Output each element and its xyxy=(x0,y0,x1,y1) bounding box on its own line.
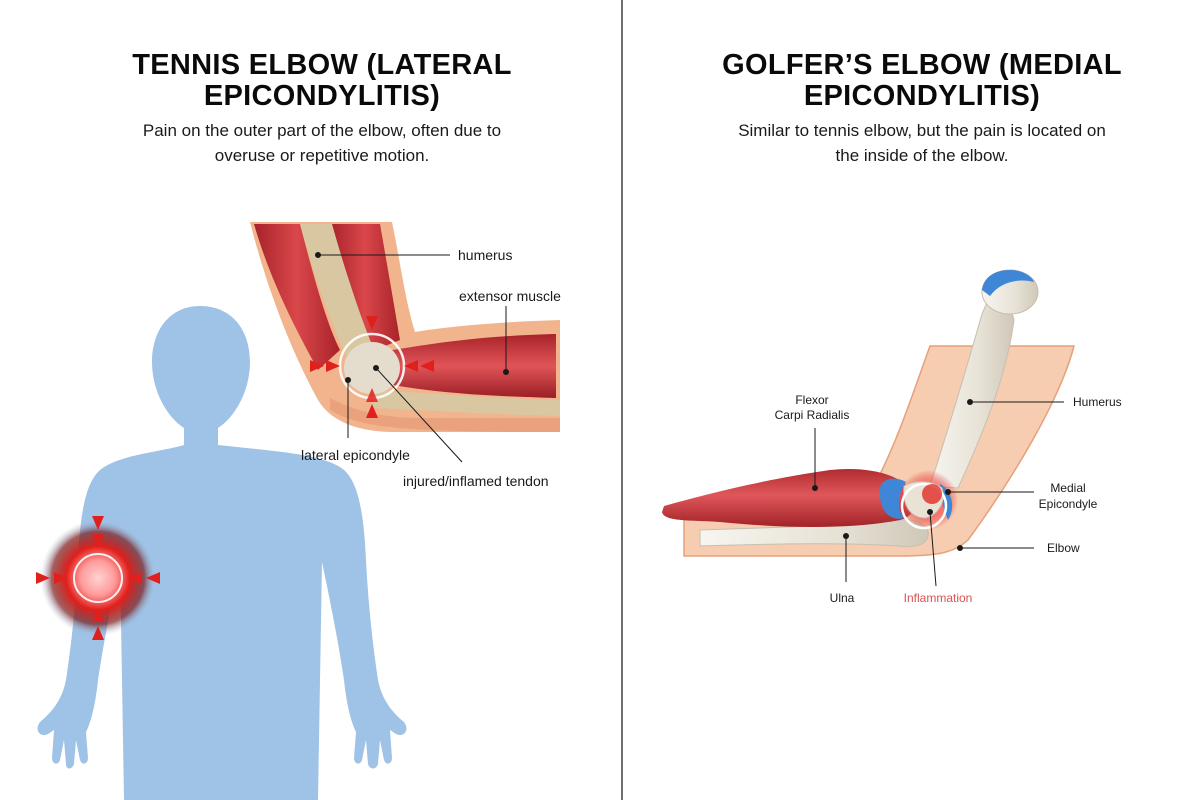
golfers-elbow-title: GOLFER’S ELBOW (MEDIAL EPICONDYLITIS) xyxy=(622,50,1200,112)
panel-divider xyxy=(621,0,623,800)
tennis-elbow-illustration: humerus extensor muscle lateral epicondy… xyxy=(36,222,561,800)
arrow-left-icon xyxy=(128,572,142,584)
arrow-up-icon xyxy=(92,626,104,640)
arrow-right-icon xyxy=(310,360,324,372)
arrow-down-icon xyxy=(92,516,104,530)
arrow-left-icon xyxy=(404,360,418,372)
tendon-leader xyxy=(375,367,463,463)
inflammation-leader xyxy=(929,511,937,587)
elbow-closeup: humerus extensor muscle lateral epicondy… xyxy=(250,222,561,489)
label-flexor-line1: Flexor xyxy=(795,393,828,407)
elbow-joint xyxy=(344,342,400,394)
golfers-elbow-description-line2: the inside of the elbow. xyxy=(835,146,1009,165)
upper-arm-muscle xyxy=(254,224,340,370)
tennis-elbow-panel: TENNIS ELBOW (LATERAL EPICONDYLITIS) Pai… xyxy=(36,50,561,800)
upper-arm-muscle xyxy=(330,224,400,352)
golfers-elbow-panel: GOLFER’S ELBOW (MEDIAL EPICONDYLITIS) Si… xyxy=(622,0,1200,800)
golfers-elbow-illustration: Flexor Carpi Radialis Humerus Medial Epi… xyxy=(662,269,1122,605)
tennis-elbow-title: TENNIS ELBOW (LATERAL EPICONDYLITIS) xyxy=(22,50,622,112)
label-humerus: humerus xyxy=(458,247,512,263)
arrow-down-icon xyxy=(92,534,104,548)
label-extensor-muscle: extensor muscle xyxy=(459,288,561,304)
label-ulna: Ulna xyxy=(830,591,855,605)
human-body-silhouette xyxy=(37,306,407,800)
golfers-elbow-title-line1: GOLFER’S ELBOW (MEDIAL xyxy=(722,49,1122,81)
label-humerus: Humerus xyxy=(1073,395,1122,409)
label-flexor-line2: Carpi Radialis xyxy=(775,408,850,422)
arrow-left-icon xyxy=(420,360,434,372)
label-medial-line2: Epicondyle xyxy=(1039,497,1098,511)
flexor-carpi-radialis-muscle xyxy=(662,468,916,527)
arrow-right-icon xyxy=(54,572,68,584)
label-elbow: Elbow xyxy=(1047,541,1080,555)
label-inflammation: Inflammation xyxy=(904,591,973,605)
arrow-right-icon xyxy=(326,360,340,372)
golfers-elbow-description: Similar to tennis elbow, but the pain is… xyxy=(622,118,1200,168)
arrow-down-icon xyxy=(366,316,378,330)
label-injured-tendon: injured/inflamed tendon xyxy=(403,473,549,489)
cartilage-joint xyxy=(879,478,906,519)
arm-anatomy: Flexor Carpi Radialis Humerus Medial Epi… xyxy=(662,269,1122,605)
arrow-up-icon xyxy=(366,404,378,418)
extensor-muscle xyxy=(377,334,556,398)
tennis-elbow-title-line1: TENNIS ELBOW (LATERAL xyxy=(132,49,512,81)
inflammation-ring xyxy=(900,482,948,530)
pain-highlight xyxy=(36,516,160,640)
cartilage-cap xyxy=(982,270,1034,296)
arrow-right-icon xyxy=(36,572,50,584)
pain-glow xyxy=(40,520,156,636)
arrow-up-icon xyxy=(92,608,104,622)
tennis-elbow-description-line2: overuse or repetitive motion. xyxy=(214,146,430,165)
tennis-elbow-description-line1: Pain on the outer part of the elbow, oft… xyxy=(142,121,502,140)
label-medial-line1: Medial xyxy=(1050,481,1085,495)
forearm-bone xyxy=(370,390,560,416)
label-lateral-epicondyle: lateral epicondyle xyxy=(301,447,410,463)
tennis-elbow-description: Pain on the outer part of the elbow, oft… xyxy=(22,118,622,168)
tennis-elbow-title-line2: EPICONDYLITIS) xyxy=(203,80,441,112)
golfers-elbow-description-line1: Similar to tennis elbow, but the pain is… xyxy=(738,121,1106,140)
golfers-elbow-title-line2: EPICONDYLITIS) xyxy=(803,80,1041,112)
pain-ring xyxy=(73,553,123,603)
arrow-left-icon xyxy=(146,572,160,584)
